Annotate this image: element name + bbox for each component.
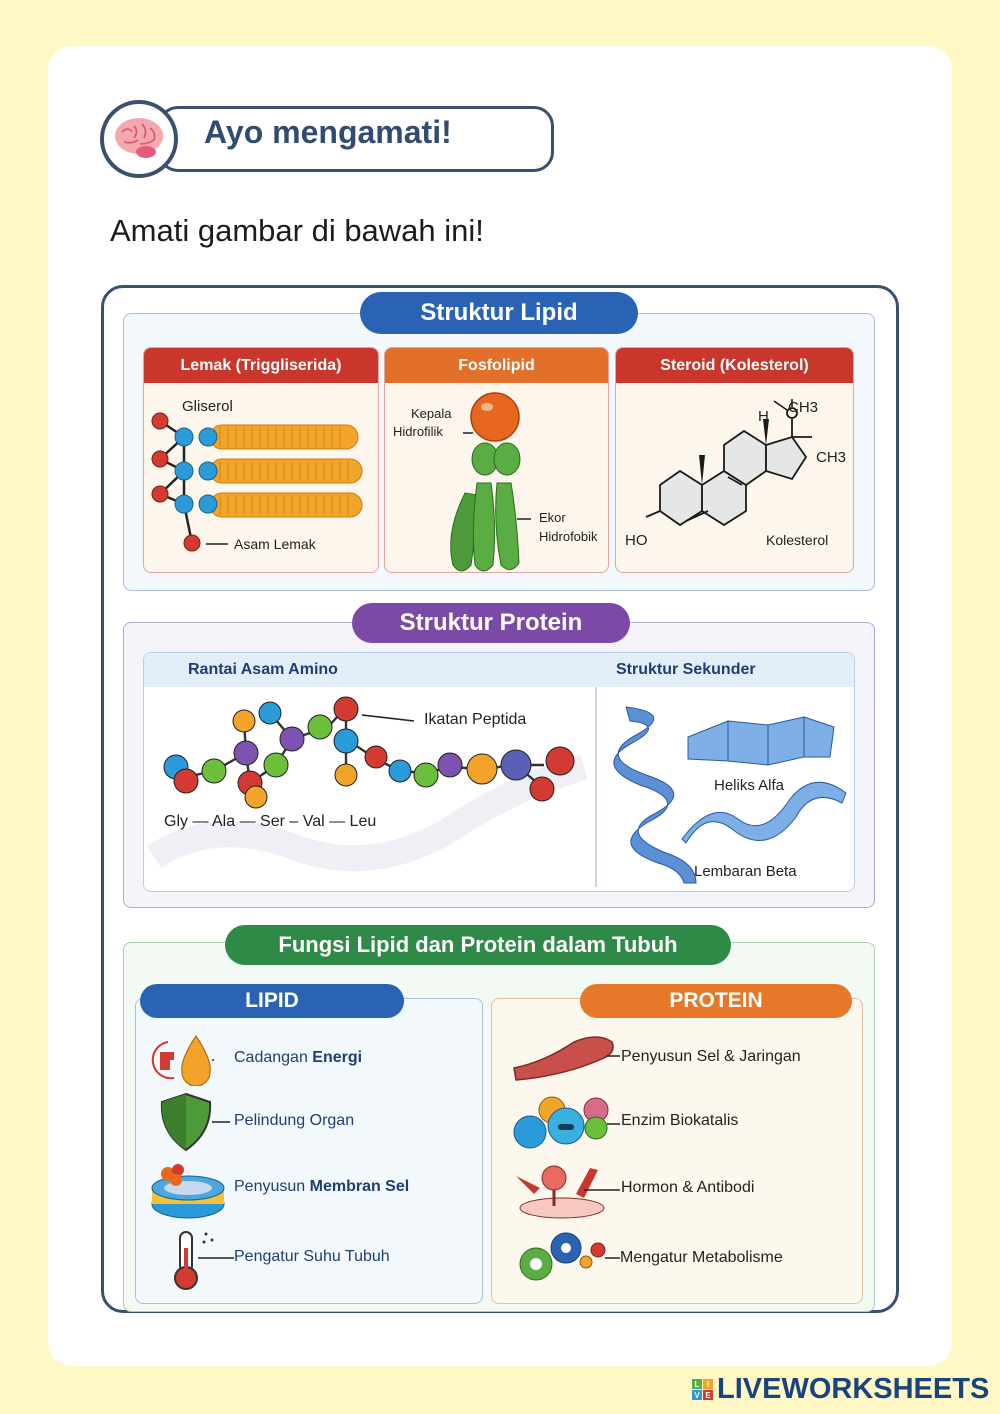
protein-panel: Rantai Asam Amino Struktur Sekunder Ikat… xyxy=(143,652,855,892)
lipid-function-protection-text: Pelindung Organ xyxy=(234,1112,355,1129)
triglyceride-diagram xyxy=(151,412,363,552)
lipid-function-membrane-bold: Membran Sel xyxy=(309,1178,410,1195)
amino-acid-chain-diagram xyxy=(146,696,588,872)
lipid-function-membrane-text: Penyusun xyxy=(234,1178,310,1195)
lipid-function-temperature: Pengatur Suhu Tubuh xyxy=(234,1248,390,1266)
lipid-function-energy: Cadangan Energi xyxy=(234,1049,362,1067)
oil-drop-icon xyxy=(151,1034,214,1086)
beta-sheet-label: Lembaran Beta xyxy=(694,863,797,880)
alpha-helix-label: Heliks Alfa xyxy=(714,777,785,794)
amino-acid-chain-title: Rantai Asam Amino xyxy=(188,661,338,678)
logo-letter-l: L xyxy=(692,1379,702,1389)
header-pill xyxy=(158,106,554,172)
protein-function-tissue: Penyusun Sel & Jaringan xyxy=(621,1048,801,1065)
hydrophobic-label: Hidrofobik xyxy=(539,529,598,544)
tail-label: Ekor xyxy=(539,510,566,525)
cell-membrane-icon xyxy=(151,1164,225,1219)
glycerol-label: Gliserol xyxy=(182,398,233,415)
phospholipid-diagram xyxy=(450,392,531,572)
gears-icon xyxy=(519,1232,620,1281)
triglyceride-card: Lemak (Triggliserida) Gliserol Asam Lema… xyxy=(143,347,379,573)
ho-label: HO xyxy=(625,532,648,549)
header-title: Ayo mengamati! xyxy=(204,114,452,150)
triglyceride-card-title: Lemak (Triggliserida) xyxy=(144,348,378,383)
head-label: Kepala xyxy=(411,406,452,421)
lipid-function-energy-text: Cadangan xyxy=(234,1049,313,1066)
protein-function-metabolism: Mengatur Metabolisme xyxy=(620,1249,783,1266)
lipid-function-energy-bold: Energi xyxy=(312,1049,363,1066)
h-atom-label: H xyxy=(758,408,769,425)
logo-letter-i: I xyxy=(703,1379,713,1389)
peptide-bond-label: Ikatan Peptida xyxy=(424,711,527,728)
protein-function-enzyme: Enzim Biokatalis xyxy=(621,1112,739,1129)
enzyme-icon xyxy=(513,1096,620,1149)
liveworksheets-logo-icon: L I V E xyxy=(692,1379,713,1400)
logo-letter-e: E xyxy=(703,1390,713,1400)
instruction-text: Amati gambar di bawah ini! xyxy=(110,213,484,248)
ch3-top-label: CH3 xyxy=(788,399,819,416)
cholesterol-structure xyxy=(645,399,812,527)
header-icon-circle xyxy=(100,100,178,178)
panel-divider xyxy=(595,687,597,887)
protein-structure-title: Struktur Protein xyxy=(352,603,630,643)
brain-icon xyxy=(115,118,163,158)
hydrophilic-label: Hidrofilik xyxy=(393,424,443,439)
lipid-function-membrane: Penyusun Membran Sel xyxy=(234,1178,409,1196)
steroid-card-title: Steroid (Kolesterol) xyxy=(616,348,853,383)
steroid-card: Steroid (Kolesterol) H CH3 CH3 HO Kolest… xyxy=(615,347,854,573)
phospholipid-card: Fosfolipid Kepala Hidrofilik Ekor Hidrof… xyxy=(384,347,609,573)
logo-letter-v: V xyxy=(692,1390,702,1400)
phospholipid-card-title: Fosfolipid xyxy=(385,348,608,383)
shield-icon xyxy=(160,1092,230,1152)
lipid-function-protection: Pelindung Organ xyxy=(234,1112,354,1130)
liveworksheets-brand[interactable]: L I V E LIVEWORKSHEETS xyxy=(692,1373,989,1406)
secondary-structure-title: Struktur Sekunder xyxy=(616,661,756,678)
liveworksheets-name: LIVEWORKSHEETS xyxy=(717,1373,990,1405)
thermometer-icon xyxy=(174,1231,234,1290)
fatty-acid-label: Asam Lemak xyxy=(234,536,316,552)
muscle-icon xyxy=(513,1036,620,1081)
antibody-icon xyxy=(516,1165,620,1219)
lipid-function-temperature-text: Pengatur Suhu Tubuh xyxy=(234,1248,390,1265)
protein-functions-title: PROTEIN xyxy=(580,984,852,1018)
cholesterol-label: Kolesterol xyxy=(766,532,829,548)
functions-title: Fungsi Lipid dan Protein dalam Tubuh xyxy=(225,925,731,965)
secondary-structure-diagram xyxy=(613,706,847,884)
ch3-side-label: CH3 xyxy=(816,449,847,466)
protein-panel-header xyxy=(144,653,854,687)
amino-acid-sequence: Gly — Ala — Ser – Val — Leu xyxy=(164,813,377,830)
lipid-functions-title: LIPID xyxy=(140,984,404,1018)
protein-function-hormone: Hormon & Antibodi xyxy=(621,1179,755,1196)
lipid-structure-title: Struktur Lipid xyxy=(360,292,638,334)
